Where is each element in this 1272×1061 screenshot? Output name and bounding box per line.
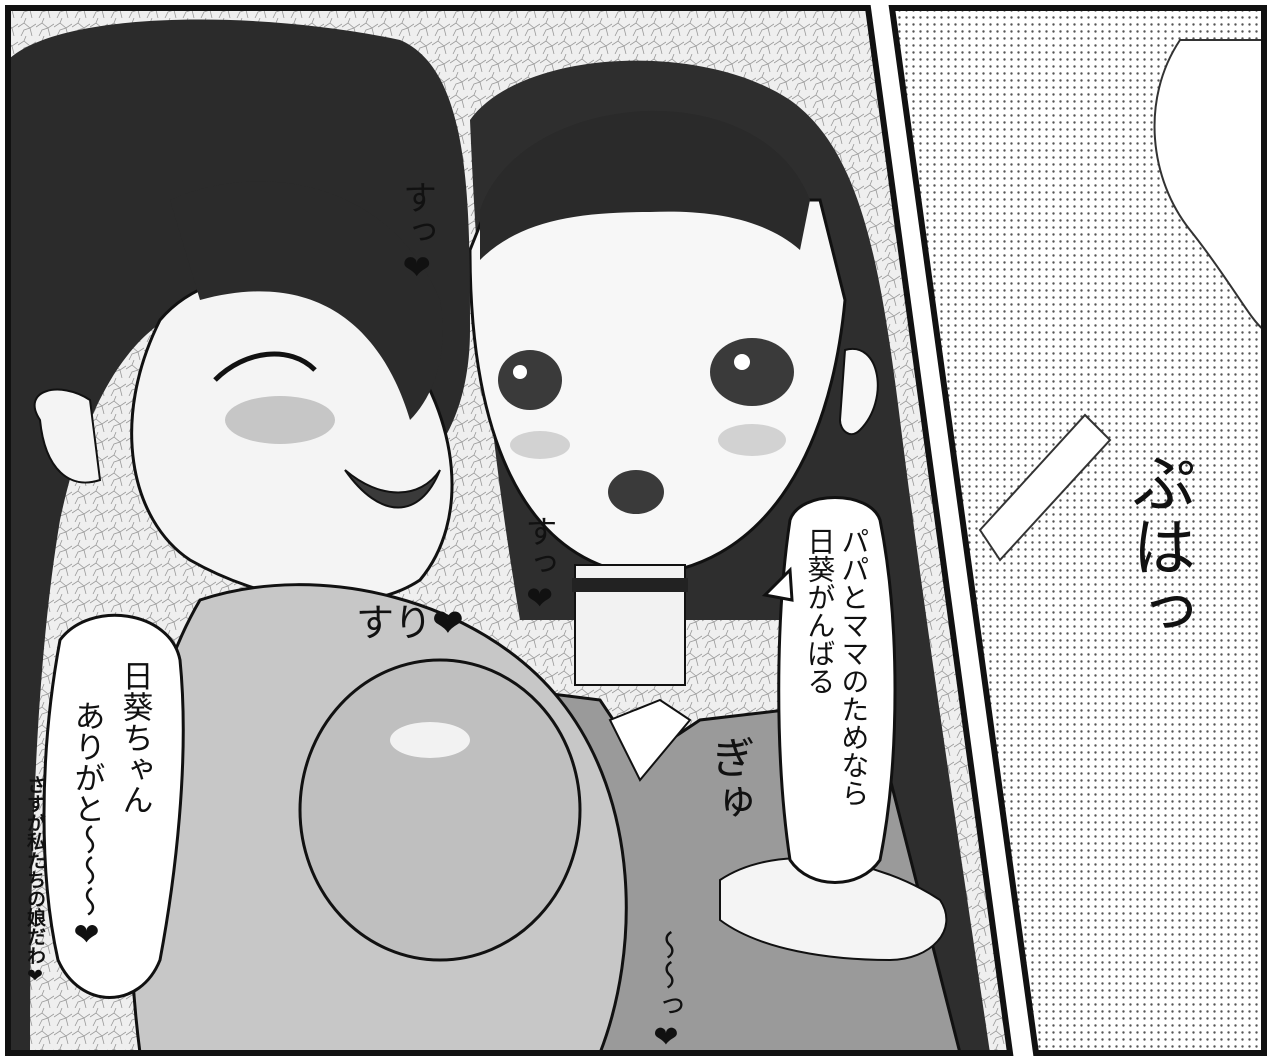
speech-bubble-left [42, 613, 185, 999]
right-panel-border [888, 5, 1267, 1056]
speech-right-line2: 日葵がんばる [803, 527, 837, 695]
sfx-su-cheek: すっ❤ [520, 515, 559, 617]
speech-right-line1: パパとママのためなら [837, 527, 871, 807]
sfx-giu: ぎゅ [702, 735, 754, 823]
sfx-puha: ぷはっ [1121, 450, 1196, 642]
speech-bubble-right [777, 496, 897, 884]
left-panel-border [5, 5, 1014, 1056]
right-panel-figure [1153, 39, 1265, 332]
speech-left-line2: ありがと〜〜〜❤ [68, 700, 105, 953]
sfx-giu-tail: 〜〜っ❤ [648, 930, 684, 1055]
right-panel-tone [892, 8, 1264, 1053]
speech-left-line1: 日葵ちゃん [116, 660, 153, 815]
sfx-suri-neck: すり❤ [356, 601, 464, 645]
side-caption: さすが私たちの娘だわ❤ [23, 775, 46, 987]
sfx-su-head: すっ❤ [396, 180, 437, 288]
